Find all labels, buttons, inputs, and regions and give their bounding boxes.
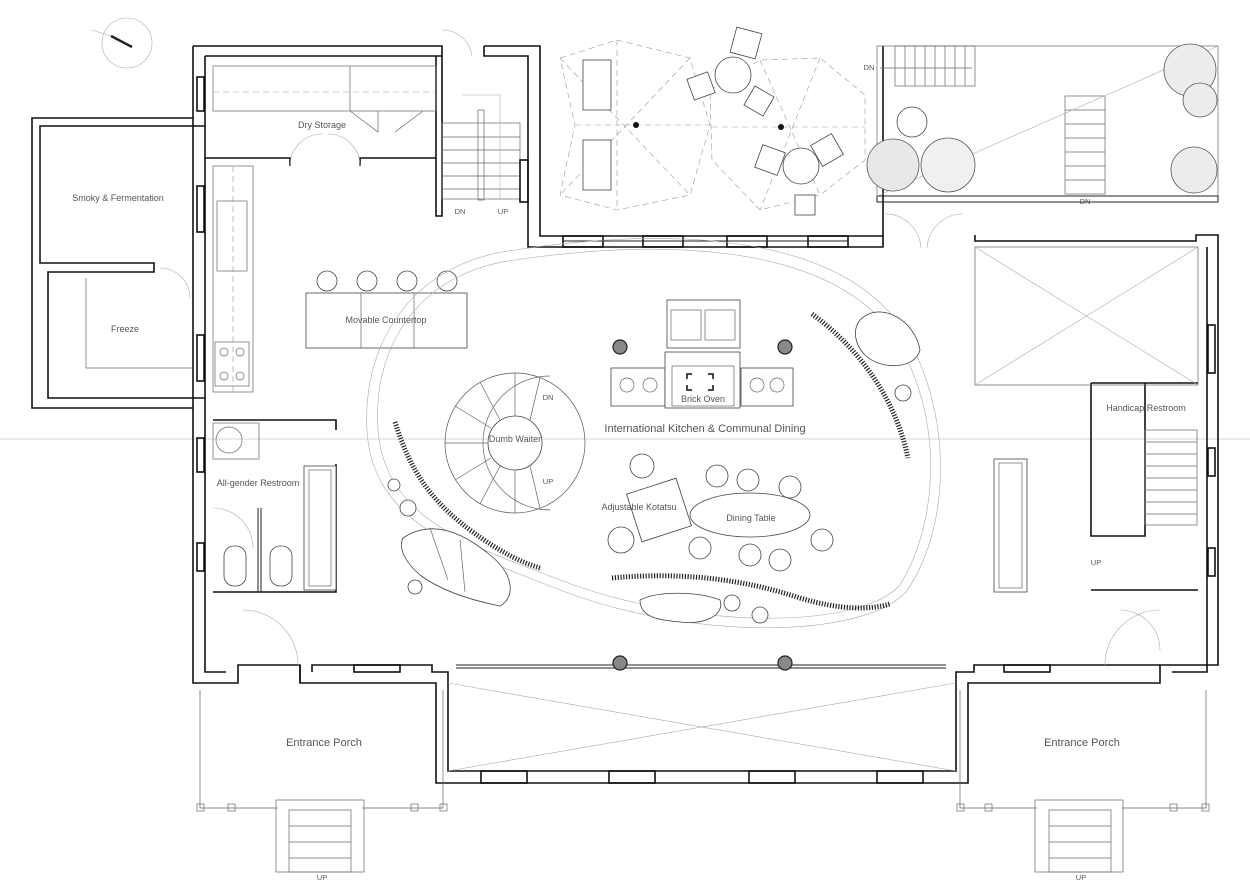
curved-screen-east (810, 311, 911, 459)
terrace-dn-top-label: DN (864, 63, 875, 72)
porch-right-up-label: UP (1076, 873, 1086, 882)
cold-storage-walls (31, 117, 205, 409)
all-gender-restroom (212, 419, 337, 593)
north-terrace (559, 26, 866, 216)
main-hall-label: International Kitchen & Communal Dining (604, 423, 805, 435)
movable-countertop (305, 270, 468, 349)
porch-left-up-label: UP (317, 873, 327, 882)
spiral-stair (444, 372, 586, 514)
curved-sofa (387, 478, 511, 607)
dry-storage-fixtures (205, 65, 437, 167)
north-windows (562, 235, 849, 248)
freeze-label: Freeze (111, 324, 139, 334)
dining-table-label: Dining Table (726, 513, 775, 523)
kotatsu-label: Adjustable Kotatsu (601, 502, 676, 512)
handicap-up-label: UP (1091, 558, 1101, 567)
west-windows (196, 76, 1216, 577)
kitchen-counter-west (212, 165, 254, 393)
entrance-porch-right-label: Entrance Porch (1044, 737, 1120, 749)
north-stair (441, 29, 529, 203)
kitchen-island (610, 299, 794, 409)
handicap-restroom-label: Handicap Restroom (1106, 403, 1186, 413)
curved-screen-south (611, 573, 891, 611)
terrace-dn-bottom-label: DN (1080, 197, 1091, 206)
stair-dn-label: DN (455, 207, 466, 216)
curved-screen-west (392, 421, 541, 571)
dining-furniture (607, 453, 834, 624)
dining-zone-outline (377, 248, 931, 619)
east-terrace (866, 43, 1219, 249)
column (612, 655, 628, 671)
south-windows (353, 664, 1051, 784)
smoky-fermentation-label: Smoky & Fermentation (72, 193, 164, 203)
dumb-waiter-label: Dumb Waiter (489, 434, 541, 444)
movable-countertop-label: Movable Countertop (345, 315, 426, 325)
entrance-porch-left-label: Entrance Porch (286, 737, 362, 749)
east-lounge (855, 311, 921, 402)
entrance-porch-right (956, 690, 1210, 873)
north-arrow-icon (91, 17, 153, 69)
entrance-porch-left (196, 690, 448, 873)
all-gender-restroom-label: All-gender Restroom (217, 478, 300, 488)
stair-up-label: UP (498, 207, 508, 216)
spiral-up-label: UP (543, 477, 553, 486)
handicap-restroom (993, 382, 1198, 651)
east-hall (974, 246, 1199, 386)
exterior-walls (192, 45, 1219, 784)
column (777, 655, 793, 671)
brick-oven-label: Brick Oven (681, 394, 725, 404)
dry-storage-label: Dry Storage (298, 120, 346, 130)
spiral-dn-label: DN (543, 393, 554, 402)
